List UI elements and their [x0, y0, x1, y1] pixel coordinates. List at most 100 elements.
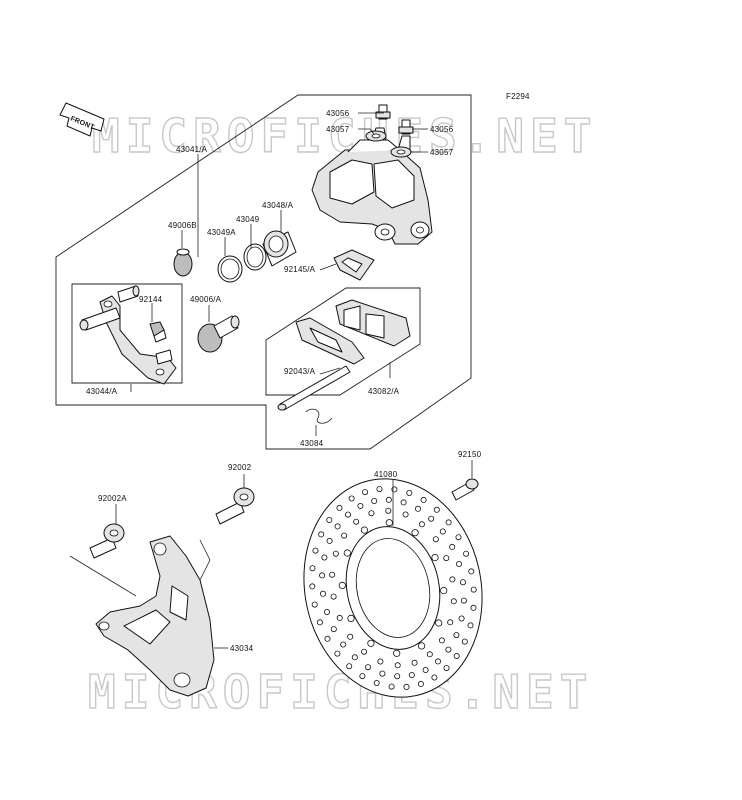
disc-hole: [461, 638, 468, 645]
piston-seal-43049: [243, 243, 267, 271]
caliper-piston: [262, 230, 297, 267]
pad-spring-92145a: [333, 249, 375, 281]
label-43057-left: 43057: [326, 125, 350, 134]
disc-hole: [362, 489, 369, 496]
disc-hole: [428, 515, 435, 522]
front-arrow-icon: FRONT: [59, 102, 105, 137]
label-92144: 92144: [139, 295, 163, 304]
label-43056-right: 43056: [430, 125, 454, 134]
disc-hole: [453, 632, 460, 639]
brake-disc-41080: [303, 478, 483, 698]
disc-hole: [343, 549, 351, 557]
disc-hole: [411, 529, 419, 537]
dust-seal-43049a: [217, 255, 243, 283]
bolt-92002: [215, 487, 255, 525]
disc-hole: [440, 586, 448, 595]
disc-hole: [373, 680, 380, 687]
disc-hole: [318, 531, 325, 538]
pad-subframe: [265, 287, 421, 396]
disc-hole: [388, 683, 395, 690]
disc-hole: [309, 583, 316, 590]
disc-hole: [347, 633, 354, 640]
label-41080: 41080: [374, 470, 398, 479]
disc-hole: [330, 593, 337, 600]
disc-hole: [470, 586, 477, 593]
disc-hole: [326, 517, 333, 524]
label-43056-left: 43056: [326, 109, 350, 118]
disc-hole: [431, 674, 438, 681]
disc-hole: [443, 665, 450, 672]
disc-hole: [377, 658, 384, 665]
disc-hole: [364, 664, 371, 671]
disc-hole: [347, 614, 355, 623]
disc-hole: [422, 667, 429, 674]
pad-pin-92043a: [277, 365, 351, 411]
caliper-bracket-43044a: [79, 285, 177, 385]
disc-hole: [353, 518, 360, 525]
bracket-subframe: [71, 283, 183, 384]
label-49006b: 49006B: [168, 221, 197, 230]
disc-hole: [338, 581, 346, 590]
disc-hole: [431, 553, 439, 562]
disc-hole: [420, 496, 427, 503]
disc-hole: [336, 614, 343, 621]
disc-hole: [385, 496, 392, 503]
disc-hole: [434, 658, 441, 665]
brake-pad-outer: [335, 299, 411, 347]
label-43082a: 43082/A: [368, 387, 400, 396]
label-92002a: 92002A: [98, 494, 127, 503]
disc-hole: [418, 521, 425, 528]
disc-hole: [438, 637, 445, 644]
disc-hole: [449, 543, 456, 550]
disc-hole: [346, 663, 353, 670]
disc-hole: [334, 523, 341, 530]
label-43041a: 43041/A: [176, 145, 208, 154]
pin-clip-43084: [305, 408, 333, 424]
disc-hole: [403, 683, 410, 690]
disc-hole: [376, 486, 383, 493]
disc-hole: [394, 673, 401, 680]
disc-hole: [326, 537, 333, 544]
caliper-holder-43034: [95, 535, 215, 697]
disc-hole: [336, 504, 343, 511]
disc-hole: [361, 648, 368, 655]
brake-pad-inner: [295, 317, 365, 365]
label-92145a: 92145/A: [284, 265, 316, 274]
disc-hole: [467, 622, 474, 629]
disc-hole: [432, 536, 439, 543]
disc-hole: [460, 597, 467, 604]
disc-hole: [359, 673, 366, 680]
disc-hole: [330, 626, 337, 633]
disc-hole: [385, 519, 393, 527]
pad-retainer-92144: [149, 321, 167, 343]
boot-49006b: [173, 248, 193, 277]
label-43048a: 43048/A: [262, 201, 294, 210]
disc-hole: [470, 604, 477, 611]
disc-hole: [414, 505, 421, 512]
disc-hole: [445, 519, 452, 526]
bleed-cap-left: [365, 130, 387, 142]
disc-hole: [449, 576, 456, 583]
disc-hole: [360, 526, 368, 534]
disc-hole: [311, 601, 318, 608]
part-number-labels: 43056 43057 43056 43057 43041/A 43048/A …: [86, 109, 482, 653]
disc-hole: [368, 510, 375, 517]
disc-hole: [319, 590, 326, 597]
disc-hole: [379, 670, 386, 677]
disc-hole: [417, 680, 424, 687]
disc-hole: [319, 572, 326, 579]
disc-hole: [406, 489, 413, 496]
disc-hole: [393, 649, 401, 657]
label-92150: 92150: [458, 450, 482, 459]
disc-hole: [455, 561, 462, 568]
disc-hole: [316, 619, 323, 626]
disc-hole: [385, 507, 392, 514]
label-43044a: 43044/A: [86, 387, 118, 396]
label-43084: 43084: [300, 439, 324, 448]
disc-hole: [312, 547, 319, 554]
disc-hole: [329, 571, 336, 578]
figure-code: F2294: [506, 92, 530, 101]
disc-hole: [323, 609, 330, 616]
